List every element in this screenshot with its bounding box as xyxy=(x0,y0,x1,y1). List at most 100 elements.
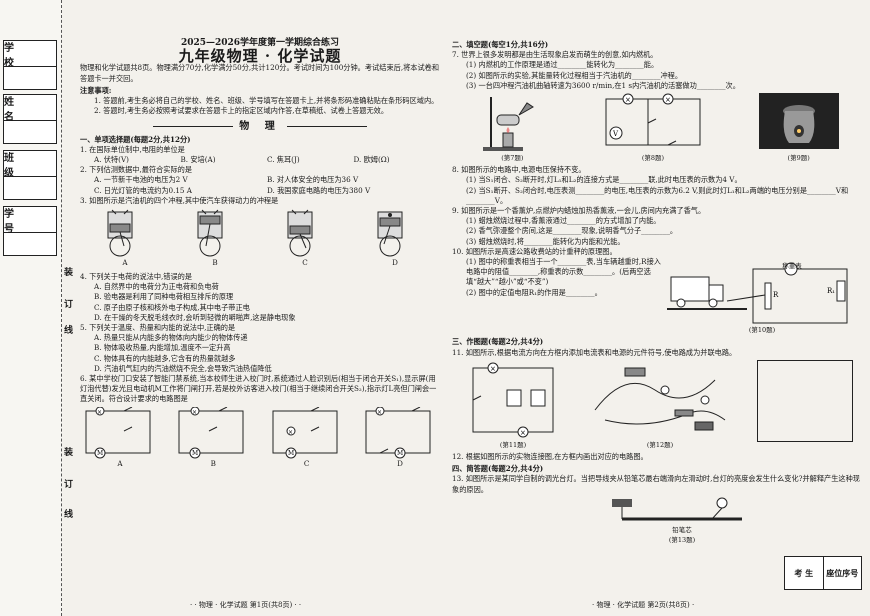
figure-7: (第7题) xyxy=(477,93,547,163)
svg-text:×: × xyxy=(490,365,496,373)
engine-icon xyxy=(377,211,403,257)
section-2-title: 二、填空题(每空1分,共16分) xyxy=(452,40,549,49)
figure-11: ×× (第11题) xyxy=(463,360,563,450)
figure-12: (第12题) xyxy=(585,360,735,450)
circuit-option-a: ×M A xyxy=(80,406,160,469)
svg-text:×: × xyxy=(288,429,293,436)
engine-figure-d: D xyxy=(360,208,430,270)
question-9-part-1: (1) 蜡烛燃烧过程中,香薰液通过________的方式增加了内能。 xyxy=(466,216,661,226)
subject-heading: 物 理 xyxy=(80,122,440,132)
question-1: 1. 在国际单位制中,电阻的单位是 xyxy=(80,144,185,154)
test-tube-apparatus-icon xyxy=(483,97,535,152)
circuit-option-b: ×M B xyxy=(173,406,253,469)
weighing-scale-circuit-icon: R R₁ xyxy=(667,262,848,324)
student-id-field: 学 号 xyxy=(3,206,57,256)
aroma-burner-photo xyxy=(758,93,839,150)
school-field: 学 校 xyxy=(3,40,57,90)
question-8-part-1: (1) 当S₁闭合、S₂断开时,灯L₁和L₂的连接方式是________联,此时… xyxy=(466,175,742,185)
question-4-option-b: B. 验电器是利用了同种电荷相互排斥的原理 xyxy=(94,292,234,302)
question-13: 13. 如图所示是某同学自制的调光台灯。当把导线夹从铅笔芯最右端滑向左滑动时,台… xyxy=(452,474,860,494)
binding-mark-4: 装 xyxy=(64,448,74,458)
svg-text:M: M xyxy=(288,450,294,457)
engine-figure-a: A xyxy=(90,208,160,270)
engine-icon xyxy=(197,209,223,257)
question-7: 7. 世界上很多发明都是由生活现象启发而萌生的创意,如内燃机。 xyxy=(452,50,658,60)
section-3-title: 三、作图题(每题2分,共4分) xyxy=(452,337,544,347)
question-10-block: (1) 图中的称重表相当于一个________表,当车辆越重时,R接入电路中的阻… xyxy=(452,257,864,335)
question-5-option-d: D. 汽油机气缸内的汽油燃烧不完全,会导致汽油热值降低 xyxy=(94,363,272,373)
question-4-option-c: C. 原子由原子核和核外电子构成,其中电子带正电 xyxy=(94,302,250,312)
binding-mark-2: 订 xyxy=(64,300,74,310)
question-7-part-3: (3) 一台四冲程汽油机曲轴转速为3600 r/min,在1 s内汽油机的活塞做… xyxy=(466,80,740,90)
circuit-diagram-icon: ×M xyxy=(85,406,151,459)
svg-text:×: × xyxy=(520,429,526,437)
question-5-option-a: A. 热量只能从内能多的物体向内能少的物体传递 xyxy=(94,333,248,343)
circuit-options: ×M A ×M B ×M C ×M D xyxy=(80,406,440,469)
question-4-option-d: D. 在干燥的冬天脱毛线衣时,会听到轻微的噼啪声,这是静电现象 xyxy=(94,312,296,322)
question-9: 9. 如图所示是一个香薰炉,点燃炉内蜡烛加热香薰液,一会儿,房间内充满了香气。 xyxy=(452,206,706,216)
svg-text:M: M xyxy=(97,450,103,457)
question-3: 3. 如图所示是汽油机的四个冲程,其中使汽车获得动力的冲程是 xyxy=(80,195,279,205)
question-2: 2. 下列估测数据中,最符合实际的是 xyxy=(80,165,193,175)
figures-11-12: ×× (第11题) (第12题) xyxy=(452,359,864,450)
main-title: 九年级物理 · 化学试题 xyxy=(178,47,342,66)
seat-number-box: 考 生 座位序号 xyxy=(784,556,862,590)
question-10-part-2: (2) 图中的定值电阻R₁的作用是________。 xyxy=(466,287,602,297)
circuit-diagram-icon: ×M xyxy=(365,406,431,459)
physical-circuit-icon xyxy=(594,367,726,431)
question-9-part-3: (3) 蜡烛燃烧时,将________能转化为内能和光能。 xyxy=(466,236,625,246)
engine-icon xyxy=(287,209,313,257)
circuit-diagram-icon: ×M xyxy=(272,406,338,459)
svg-text:M: M xyxy=(192,450,198,457)
svg-text:×: × xyxy=(97,409,102,416)
question-10: 10. 如图所示是高速公路收费站的计重秤的原理图。 xyxy=(452,246,617,256)
engine-stroke-figures: A B C D xyxy=(80,208,440,270)
question-11: 11. 如图所示,根据电流方向在方框内添加电流表和电源的元件符号,使电路成为并联… xyxy=(452,347,737,357)
figure-9: (第9题) xyxy=(758,93,839,163)
svg-text:R₁: R₁ xyxy=(827,287,835,295)
dimmer-lamp-icon xyxy=(612,497,742,521)
engine-figure-b: B xyxy=(180,208,250,270)
circuit-diagram-icon: ×× xyxy=(472,362,554,438)
svg-text:×: × xyxy=(192,409,197,416)
scale-label: 称重表 xyxy=(782,262,802,271)
question-5-option-c: C. 物体具有的内能越多,它含有的热量就越多 xyxy=(94,353,236,363)
notes-title: 注意事项: xyxy=(80,85,112,95)
svg-text:M: M xyxy=(397,450,403,457)
answer-drawing-box[interactable] xyxy=(757,359,853,442)
pencil-lead-label: 铅笔芯 xyxy=(672,525,692,534)
question-1-options: A. 伏特(V)B. 安培(A)C. 焦耳(J)D. 欧姆(Ω) xyxy=(94,155,390,165)
svg-text:×: × xyxy=(377,409,382,416)
question-4-option-a: A. 自然界中的电荷分为正电荷和负电荷 xyxy=(94,282,219,292)
engine-figure-c: C xyxy=(270,208,340,270)
figure-8: ××V (第8题) xyxy=(598,93,708,163)
svg-text:×: × xyxy=(625,96,631,104)
question-5-option-b: B. 物体吸收热量,内能增加,温度不一定升高 xyxy=(94,343,231,353)
binding-mark-1: 装 xyxy=(64,268,74,278)
question-8-part-2: (2) 当S₁断开、S₂闭合时,电压表测________的电压,电压表的示数为6… xyxy=(466,185,849,205)
question-5: 5. 下列关于温度、热量和内能的说法中,正确的是 xyxy=(80,323,236,333)
svg-text:R: R xyxy=(773,291,779,299)
circuit-diagram-icon: ××V xyxy=(605,93,701,146)
page-1-footer: · · 物理 · 化学试题 第1页(共8页) · · xyxy=(190,600,302,609)
year-title: 2025—2026学年度第一学期综合练习 xyxy=(180,38,340,48)
figures-7-8-9: (第7题) ××V (第8题) (第9题) xyxy=(452,93,864,163)
note-1: 1. 答题前,考生务必将自己的学校、姓名、班级、学号填写在答题卡上,并将条形码准… xyxy=(94,96,439,106)
class-field: 班 级 xyxy=(3,150,57,200)
circuit-option-d: ×M D xyxy=(360,406,440,469)
question-9-part-2: (2) 香气弥漫整个房间,这是________现象,说明香气分子________… xyxy=(466,226,678,236)
binding-mark-6: 线 xyxy=(64,510,74,520)
binding-mark-3: 线 xyxy=(64,326,74,336)
exam-page-1: 2025—2026学年度第一学期综合练习 九年级物理 · 化学试题 物理和化学试… xyxy=(80,0,440,616)
question-6: 6. 某中学校门口安装了智能门禁系统,当本校师生进入校门时,系统通过人脸识别后(… xyxy=(80,374,437,404)
question-7-part-1: (1) 内燃机的工作原理是通过________能转化为________能。 xyxy=(466,60,659,70)
question-4: 4. 下列关于电荷的说法中,错误的是 xyxy=(80,272,193,282)
circuit-option-c: ×M C xyxy=(267,406,347,469)
circuit-diagram-icon: ×M xyxy=(178,406,244,459)
question-10-part-1: (1) 图中的称重表相当于一个________表,当车辆越重时,R接入电路中的阻… xyxy=(466,257,661,287)
section-1-title: 一、单项选择题(每题2分,共12分) xyxy=(80,134,191,144)
section-4-title: 四、简答题(每题2分,共4分) xyxy=(452,464,544,474)
question-8: 8. 如图所示的电路中,电源电压保持不变。 xyxy=(452,165,586,175)
